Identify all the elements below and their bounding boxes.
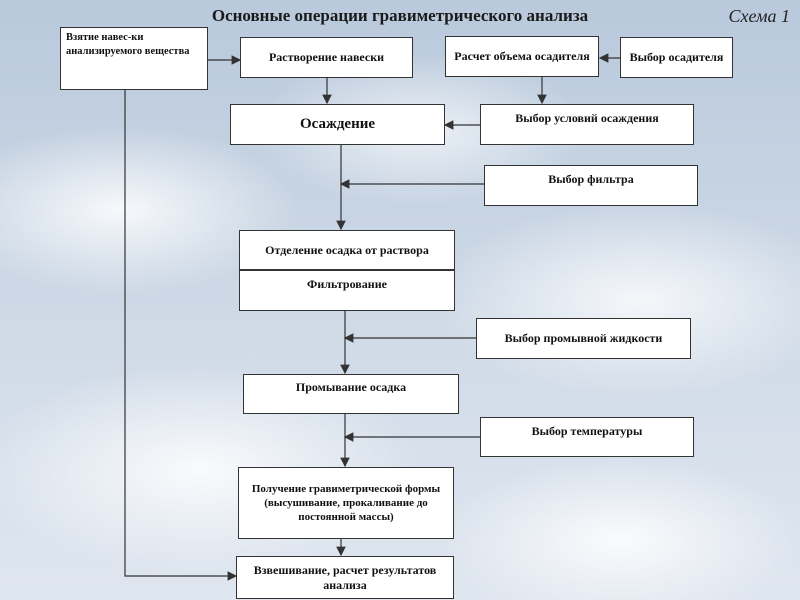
washing-box: Промывание осадка — [243, 374, 459, 414]
precipitation-label: Осаждение — [299, 116, 376, 132]
schema-label: Схема 1 — [728, 6, 790, 26]
sample-label: Взятие навес-ки анализируемого вещества — [66, 32, 190, 57]
filter-choice-box: Выбор фильтра — [484, 165, 698, 206]
conditions-box: Выбор условий осаждения — [480, 104, 694, 145]
washing-label: Промывание осадка — [295, 380, 407, 394]
weighing-label: Взвешивание, расчет результатов анализа — [253, 562, 437, 592]
weighing-box: Взвешивание, расчет результатов анализа — [236, 556, 454, 599]
choose-precipitant-label: Выбор осадителя — [629, 50, 724, 64]
separation-label: Отделение осадка от раствора — [265, 242, 429, 257]
filtration-label: Фильтрование — [307, 277, 387, 291]
form-box: Получение гравиметрической формы (высуши… — [238, 467, 454, 539]
choose-precipitant-box: Выбор осадителя — [620, 37, 733, 78]
dissolve-box: Растворение навески — [240, 37, 413, 78]
filter-choice-label: Выбор фильтра — [548, 172, 634, 186]
conditions-label: Выбор условий осаждения — [515, 111, 659, 125]
separation-box: Отделение осадка от раствора — [239, 230, 455, 270]
calc-volume-label: Расчет объема осадителя — [454, 49, 590, 63]
page-title: Основные операции гравиметрического анал… — [211, 6, 589, 25]
calc-volume-box: Расчет объема осадителя — [445, 36, 599, 77]
filtration-box: Фильтрование — [239, 270, 455, 311]
temperature-label: Выбор температуры — [531, 424, 643, 438]
sample-box: Взятие навес-ки анализируемого вещества — [60, 27, 208, 90]
temperature-box: Выбор температуры — [480, 417, 694, 457]
wash-liquid-label: Выбор промывной жидкости — [504, 331, 663, 345]
dissolve-label: Растворение навески — [268, 50, 385, 64]
form-label: Получение гравиметрической формы (высуши… — [251, 483, 441, 523]
precipitation-box: Осаждение — [230, 104, 445, 145]
wash-liquid-box: Выбор промывной жидкости — [476, 318, 691, 359]
